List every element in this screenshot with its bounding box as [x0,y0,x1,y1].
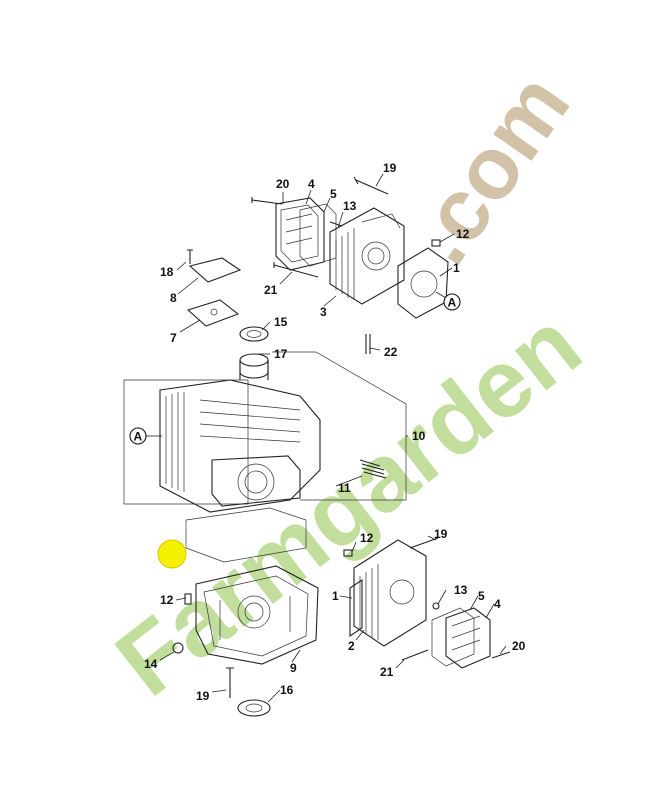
crankcase-block [123,351,407,513]
callout-19: 19 [383,161,397,175]
callout-15: 15 [274,315,288,329]
bolt-21-top [273,262,319,278]
svg-text:A: A [448,296,457,310]
block-frame-box [123,379,249,505]
callout-12: 12 [456,227,470,241]
breather-gasket-7 [186,299,240,327]
callout-21: 21 [264,283,278,297]
callout-22: 22 [384,345,398,359]
oil-seal-16 [237,699,271,717]
breather-cover-8 [188,257,242,283]
callout-4-lower: 4 [494,597,501,611]
lower-cylinder-head-group [343,537,511,669]
callout-11: 11 [338,481,351,495]
callout-5-lower: 5 [478,589,485,603]
callout-18: 18 [160,265,174,279]
washer-13-lower [432,602,440,610]
bolt-21-lower [401,649,429,661]
bolt-19-right [409,537,439,549]
bolt-20-lower [491,651,511,659]
bolt-20-top [251,197,283,205]
callout-circle-a-top: A [443,293,461,311]
callout-1: 1 [453,261,460,275]
callout-16: 16 [280,683,294,697]
bolt-13-top [329,221,343,227]
callout-19-right: 19 [434,527,448,541]
head-gasket-lower [349,578,363,638]
callout-8: 8 [170,291,177,305]
callout-4: 4 [308,177,315,191]
bushing-17 [239,360,269,379]
oil-seal-15 [239,326,269,342]
watermark-yellow-dot [157,539,187,569]
callout-20: 20 [276,177,290,191]
spring-11 [359,459,387,479]
callout-20-lower: 20 [512,639,526,653]
stud-22 [365,334,371,354]
callout-21-lower: 21 [380,665,394,679]
callout-circle-a-left: A [129,427,147,445]
callout-5: 5 [330,187,337,201]
callout-9: 9 [290,661,297,675]
crankcase-gasket [185,507,307,563]
dowel-pin-12-top [431,239,441,247]
cylinder-head-lower [353,539,427,647]
bolt-19-lower [226,667,234,698]
valve-cover-lower [445,607,491,669]
callout-17: 17 [274,347,288,361]
screw-18 [187,249,193,264]
drain-plug-14 [172,642,184,654]
callout-14: 14 [144,657,158,671]
svg-text:A: A [134,430,143,444]
callout-7: 7 [170,331,177,345]
callout-3: 3 [320,305,327,319]
callout-12-lower: 12 [160,593,174,607]
breather-cover-group [186,249,269,379]
oil-pan-lower-case [172,565,319,717]
callout-13-lower: 13 [454,583,468,597]
bolt-19-top [353,176,389,195]
watermark-dotcom-text: .com [389,56,588,281]
cylinder-head-top [329,207,405,305]
valve-cover-gasket-lower [431,607,475,667]
leader-lines [146,173,507,703]
callout-1-lower: 1 [332,589,339,603]
callout-12-middle: 12 [360,531,374,545]
callout-13: 13 [343,199,357,213]
watermark: Farmgarden .com [97,56,600,717]
callout-2: 2 [348,639,355,653]
callout-19-lower: 19 [196,689,210,703]
dowel-pin-12-right [343,549,353,557]
upper-cylinder-head-group [251,176,449,354]
dowel-pin-12-lower [184,593,192,605]
callout-labels: 20 4 5 13 19 12 1 A 18 8 21 3 22 7 15 17… [129,161,526,703]
callout-10: 10 [412,429,426,443]
